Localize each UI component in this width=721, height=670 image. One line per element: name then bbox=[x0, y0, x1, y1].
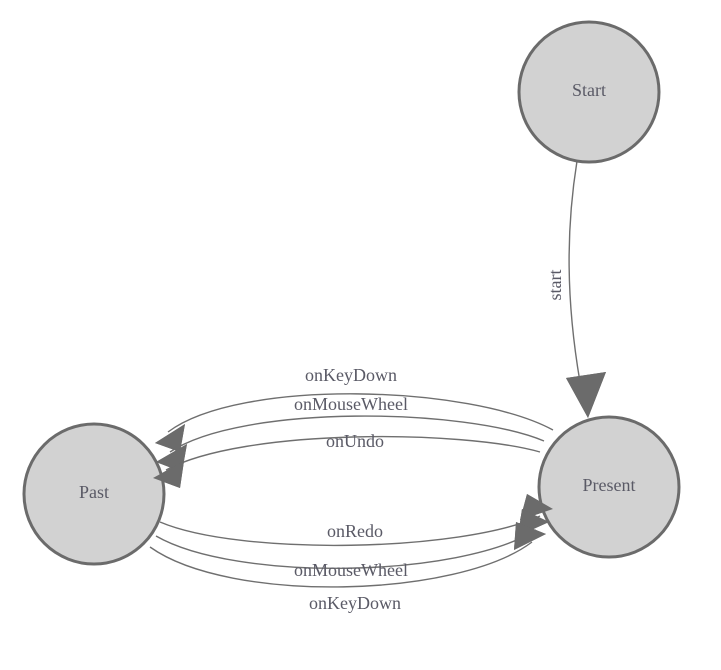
edge-label-past-to-present-onredo: onRedo bbox=[327, 521, 383, 541]
edge-start-to-present-path bbox=[568, 160, 581, 383]
node-past-label: Past bbox=[79, 482, 109, 502]
arrowhead-overlay-group bbox=[153, 372, 606, 550]
node-present-label: Present bbox=[583, 475, 636, 495]
edge-past-to-present-onredo[interactable]: onRedo bbox=[159, 494, 553, 547]
node-start-circle bbox=[517, 20, 661, 164]
edge-present-to-past-onundo-path bbox=[165, 435, 541, 471]
arrowhead-past-to-present-onkeydown-overlay bbox=[514, 522, 546, 550]
edge-past-to-present-onmousewheel-path bbox=[155, 529, 537, 570]
edge-present-to-past-onundo[interactable]: onUndo bbox=[153, 431, 541, 488]
edge-past-to-present-onredo-path bbox=[159, 515, 541, 547]
arrowhead-present-to-past-onkeydown-overlay bbox=[155, 424, 185, 452]
arrowhead-present-to-past-onundo-overlay bbox=[153, 461, 184, 488]
node-past-circle bbox=[22, 422, 166, 566]
edge-label-past-to-present-onkeydown: onKeyDown bbox=[309, 593, 401, 613]
edge-present-to-past-onmousewheel-path bbox=[169, 415, 545, 453]
node-start[interactable]: Start bbox=[517, 20, 661, 164]
edge-past-to-present-onkeydown-path bbox=[149, 541, 533, 588]
node-present-circle bbox=[537, 415, 681, 559]
node-start-label: Start bbox=[572, 80, 606, 100]
edge-label-present-to-past-onmousewheel: onMouseWheel bbox=[294, 394, 408, 414]
node-past[interactable]: Past bbox=[22, 422, 166, 566]
edge-label-past-to-present-onmousewheel: onMouseWheel bbox=[294, 560, 408, 580]
edge-label-start: start bbox=[545, 270, 565, 301]
edge-present-to-past-onkeydown-path bbox=[167, 393, 554, 433]
edge-label-present-to-past-onkeydown: onKeyDown bbox=[305, 365, 397, 385]
arrowhead-start-to-present-overlay bbox=[566, 372, 606, 418]
edge-label-present-to-past-onundo: onUndo bbox=[326, 431, 384, 451]
node-present[interactable]: Present bbox=[537, 415, 681, 559]
